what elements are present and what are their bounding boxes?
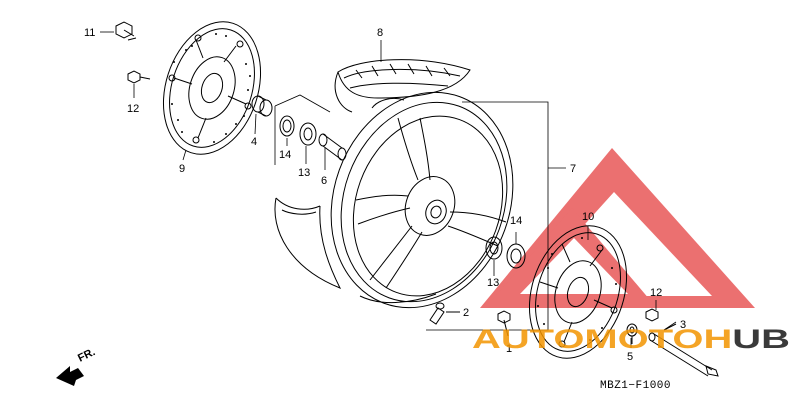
collar-4 xyxy=(251,95,273,117)
bearing-13-left xyxy=(299,122,317,146)
disc-holes-left xyxy=(171,33,251,143)
callout-5: 5 xyxy=(627,351,633,363)
front-direction-arrow: FR. xyxy=(56,346,97,386)
callout-9: 9 xyxy=(179,163,185,175)
callout-11: 11 xyxy=(84,27,95,39)
distance-collar-6 xyxy=(318,133,347,161)
valve-stem-2 xyxy=(429,302,460,325)
disc-bolt-11 xyxy=(115,21,137,41)
rim-leader-7 xyxy=(426,101,566,331)
brake-disc-left xyxy=(162,21,262,155)
callout-13-right: 13 xyxy=(487,277,499,289)
collar-1 xyxy=(497,310,511,337)
tire-8 xyxy=(334,59,471,113)
bearing-13-right xyxy=(485,236,503,260)
callout-1: 1 xyxy=(506,343,512,355)
callout-3: 3 xyxy=(680,319,686,331)
wheel-rim-7 xyxy=(330,91,514,309)
watermark-logo xyxy=(480,148,755,308)
callout-8: 8 xyxy=(377,27,383,39)
bearing-group-bracket xyxy=(274,94,331,165)
bearing-14-left xyxy=(279,115,295,137)
callout-12-right: 12 xyxy=(650,287,662,299)
callout-6: 6 xyxy=(321,175,327,187)
callout-7: 7 xyxy=(570,163,576,175)
callout-labels: 11 12 9 4 14 13 6 8 7 14 13 10 12 2 3 5 … xyxy=(84,27,686,392)
leader-lines xyxy=(100,31,677,348)
brake-disc-right xyxy=(528,225,628,359)
callout-10: 10 xyxy=(582,211,594,223)
disc-bolt-12-left xyxy=(127,70,151,84)
callout-4: 4 xyxy=(251,136,257,148)
callout-12-left: 12 xyxy=(127,103,139,115)
collar-5 xyxy=(626,323,638,344)
axle-3 xyxy=(648,323,719,377)
front-label: FR. xyxy=(76,346,97,365)
part-code: MBZ1−F1000 xyxy=(600,380,671,392)
callout-14-left: 14 xyxy=(279,149,291,161)
disc-bolt-12-right xyxy=(645,308,659,322)
callout-2: 2 xyxy=(463,307,469,319)
callout-13-left: 13 xyxy=(298,167,310,179)
callout-14-right: 14 xyxy=(510,215,522,227)
disc-holes-right xyxy=(537,237,617,341)
tire-8-lower xyxy=(274,197,342,289)
